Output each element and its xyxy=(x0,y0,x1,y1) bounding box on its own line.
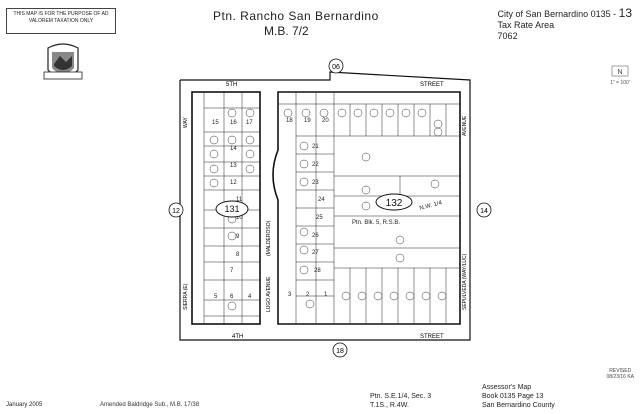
lot-number: 8 xyxy=(236,252,240,258)
footer-ptn-line1: Ptn. S.E.1/4, Sec. 3 xyxy=(370,393,432,400)
block-132-outline xyxy=(272,91,461,325)
footer-section: Ptn. S.E.1/4, Sec. 3 T.1S., R.4W. xyxy=(370,392,431,410)
county-seal-icon xyxy=(43,43,83,80)
revised-stamp: REVISED 08/23/16 KA xyxy=(606,368,634,380)
lot-number: 3 xyxy=(288,292,292,298)
map-boundary xyxy=(179,71,471,341)
footer-subdivision: Amended Baldridge Sub., M.B. 17/38 xyxy=(100,402,200,408)
map-page-number: 13 xyxy=(618,6,632,20)
street-middle-alt: (MALDEROSO) xyxy=(266,220,272,256)
lot-number: 15 xyxy=(212,120,219,126)
revised-date: 08/23/16 KA xyxy=(606,374,634,380)
assessor-book-page: Book 0135 Page 13 xyxy=(482,393,544,400)
parcel-circles xyxy=(209,108,447,311)
lot-number: 24 xyxy=(318,197,325,203)
lot-number: 10 xyxy=(236,215,243,221)
footer-assessor: Assessor's Map Book 0135 Page 13 San Ber… xyxy=(482,383,555,410)
revised-label: REVISED xyxy=(609,368,632,374)
street-bottom-type: STREET xyxy=(420,334,444,340)
page-ref-bottom xyxy=(332,342,348,358)
block-131-outline xyxy=(191,91,261,325)
page-ref-left-label: 12 xyxy=(172,208,180,215)
lot-number: 26 xyxy=(312,233,319,239)
lot-number: 28 xyxy=(314,268,321,274)
map-scale: 1" = 100' xyxy=(610,80,630,86)
street-left: SIERRA (E) xyxy=(183,283,189,310)
page-ref-right xyxy=(476,202,492,218)
lot-number: 16 xyxy=(230,120,237,126)
lot-number: 7 xyxy=(230,268,234,274)
map-subtitle: M.B. 7/2 xyxy=(264,24,309,38)
ptn-block-label: Ptn. Blk. 5, R.S.B. xyxy=(352,220,400,226)
disclaimer-box: THIS MAP IS FOR THE PURPOSE OF AD VALORE… xyxy=(6,8,116,34)
lot-number: 18 xyxy=(286,118,293,124)
lot-number: 20 xyxy=(322,118,329,124)
page-ref-top xyxy=(328,58,344,74)
lot-number: 9 xyxy=(236,234,240,240)
lot-number: 17 xyxy=(246,120,253,126)
assessor-county: San Bernardino County xyxy=(482,402,555,409)
lot-number: 13 xyxy=(230,163,237,169)
city-line: City of San Bernardino 0135 - xyxy=(497,9,617,19)
lot-number: 6 xyxy=(230,294,234,300)
street-top-type: STREET xyxy=(420,82,444,88)
page-ref-top-label: 06 xyxy=(332,64,340,71)
lot-number: 1 xyxy=(324,292,328,298)
footer-date: January 2005 xyxy=(6,402,43,408)
lot-number: 27 xyxy=(312,250,319,256)
block-131-lot-numbers: 15 16 17 14 13 12 11 10 9 8 7 6 5 4 xyxy=(212,120,253,300)
page-ref-bottom-label: 18 xyxy=(336,348,344,355)
block-132-lot-numbers: 18 19 20 21 22 23 24 25 26 27 28 1 2 3 xyxy=(286,118,329,298)
quarter-label: N.W. 1/4 xyxy=(419,200,443,212)
block-132-oval xyxy=(375,193,413,211)
lot-number: 4 xyxy=(248,294,252,300)
north-label: N xyxy=(617,69,622,76)
lot-number: 11 xyxy=(236,197,243,203)
street-bottom-name: 4TH xyxy=(232,334,243,340)
street-right-avenue: AVENUE xyxy=(462,115,468,136)
lot-number: 22 xyxy=(312,162,319,168)
north-arrow: N 1" = 100' xyxy=(610,64,630,86)
block-131-oval xyxy=(215,200,249,218)
lot-number: 21 xyxy=(312,144,319,150)
lot-number: 25 xyxy=(316,215,323,221)
block-132-label: 132 xyxy=(386,198,403,209)
tax-rate-area-label: Tax Rate Area xyxy=(497,20,555,30)
page-ref-left xyxy=(168,202,184,218)
street-middle: LUGO AVENUE xyxy=(266,276,272,312)
lot-number: 12 xyxy=(230,180,237,186)
lot-number: 23 xyxy=(312,180,319,186)
footer-ptn-line2: T.1S., R.4W. xyxy=(370,402,409,409)
lot-number: 5 xyxy=(214,294,218,300)
lot-number: 14 xyxy=(230,146,237,152)
street-right: SEPULVEDA (WAY/LUC) xyxy=(462,253,468,310)
page-ref-right-label: 14 xyxy=(480,208,488,215)
assessor-map-label: Assessor's Map xyxy=(482,384,532,391)
north-arrow-icon: N xyxy=(611,65,629,77)
tax-rate-area-code: 7062 xyxy=(497,31,518,41)
lot-number: 19 xyxy=(304,118,311,124)
street-left-way: WAY xyxy=(183,117,189,128)
street-top-name: 5TH xyxy=(226,82,237,88)
lot-number: 2 xyxy=(306,292,310,298)
map-title: Ptn. Rancho San Bernardino xyxy=(213,9,379,23)
block-131-label: 131 xyxy=(224,204,239,214)
city-info: City of San Bernardino 0135 - 13 Tax Rat… xyxy=(497,6,632,42)
